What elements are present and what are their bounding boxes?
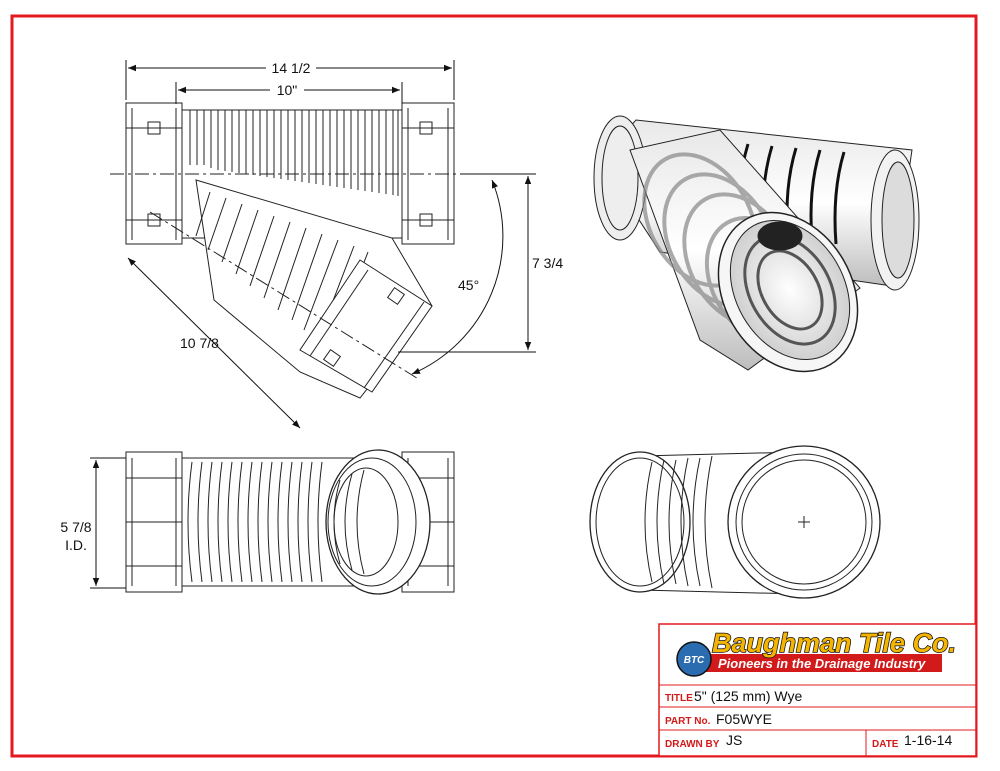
isometric-view [593, 115, 920, 373]
plan-view [125, 449, 455, 595]
dim-inner-diameter: 5 7/8 [60, 519, 91, 535]
part-label: PART No. [665, 716, 711, 727]
end-corrugations [644, 455, 713, 589]
logo-badge-text: BTC [684, 655, 705, 666]
dim-branch-length: 10 7/8 [180, 335, 219, 351]
sheet-border [10, 14, 978, 758]
main-corrugations [189, 110, 399, 196]
company-name: Baughman Tile Co. [712, 628, 956, 658]
dim-id-label: I.D. [65, 537, 87, 553]
date-value: 1-16-14 [904, 732, 952, 748]
title-block: BTC Baughman Tile Co. Pioneers in the Dr… [658, 623, 977, 757]
title-label: TITLE [665, 693, 693, 704]
dim-body-length: 10" [277, 82, 298, 98]
date-label: DATE [872, 739, 899, 750]
drawn-by-value: JS [726, 732, 742, 748]
part-value: F05WYE [716, 711, 772, 727]
side-view [110, 102, 530, 399]
dimension-lines [90, 60, 536, 589]
company-logo: BTC Baughman Tile Co. Pioneers in the Dr… [676, 627, 957, 677]
dimension-labels: 14 1/2 10" 7 3/4 45° 10 7/8 5 7/8 I.D. [60, 58, 563, 553]
dim-height: 7 3/4 [532, 255, 563, 271]
dim-overall-length: 14 1/2 [272, 60, 311, 76]
company-tagline: Pioneers in the Drainage Industry [718, 656, 926, 671]
dim-angle: 45° [458, 277, 479, 293]
end-view [589, 445, 881, 599]
plan-corrugations [187, 461, 323, 583]
title-value: 5" (125 mm) Wye [694, 688, 803, 704]
drawn-by-label: DRAWN BY [665, 739, 720, 750]
